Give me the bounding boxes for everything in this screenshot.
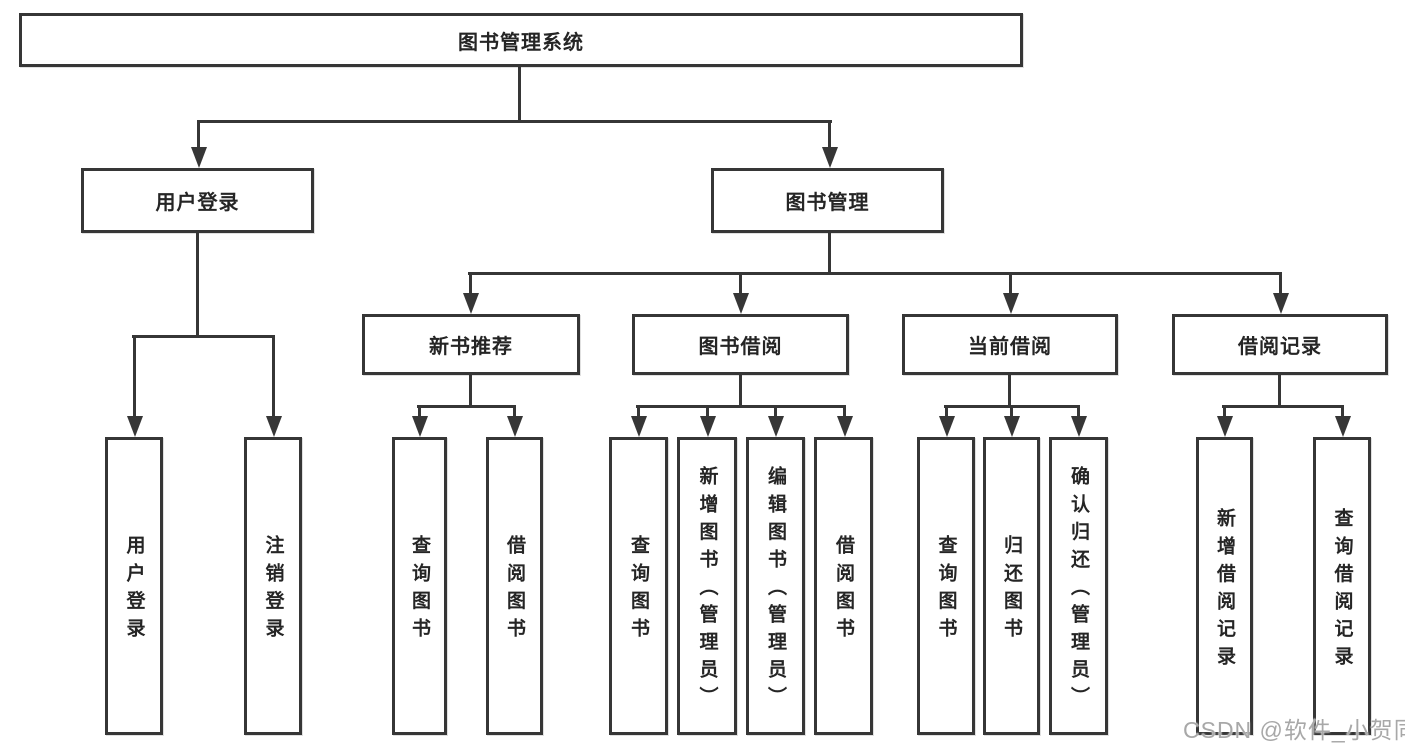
leaf-confirm-return-admin: 确认归还（管理员） (1049, 437, 1108, 735)
branch-book-management: 图书管理 (711, 168, 944, 233)
connector-arrow (630, 405, 647, 437)
leaf-edit-book-admin: 编辑图书（管理员） (746, 437, 805, 735)
leaf-return-books: 归还图书 (983, 437, 1040, 735)
branch-book-management-label: 图书管理 (785, 192, 870, 214)
connector-arrow (732, 272, 749, 314)
module-borrowing-records: 借阅记录 (1172, 314, 1388, 375)
connector-arrow (699, 405, 716, 437)
leaf-query-books: 查询图书 (609, 437, 668, 735)
connector-arrow (1002, 272, 1019, 314)
connector-root-bus (197, 120, 832, 123)
connector-root-stem (518, 67, 521, 120)
connector-book-mgmt-bus (468, 272, 1282, 275)
connector-arrow (1003, 405, 1020, 437)
leaf-logout: 注销登录 (244, 437, 302, 735)
connector-arrow (190, 120, 207, 168)
connector-arrow (265, 335, 282, 437)
connector-arrow (462, 272, 479, 314)
connector-arrow (938, 405, 955, 437)
module-new-book-recommendation: 新书推荐 (362, 314, 580, 375)
connector-user-login-stem (196, 233, 199, 335)
leaf-add-borrow-record: 新增借阅记录 (1196, 437, 1253, 735)
branch-user-login-label: 用户登录 (155, 192, 240, 214)
connector-arrow (1334, 405, 1351, 437)
leaf-query-books: 查询图书 (917, 437, 975, 735)
connector-arrow (767, 405, 784, 437)
module-book-borrowing: 图书借阅 (632, 314, 849, 375)
connector-book-mgmt-stem (828, 233, 831, 272)
branch-user-login: 用户登录 (81, 168, 314, 233)
module-label: 借阅记录 (1238, 336, 1322, 358)
module-current-borrowing: 当前借阅 (902, 314, 1118, 375)
connector-arrow (506, 405, 523, 437)
leaf-user-login: 用户登录 (105, 437, 163, 735)
module-label: 当前借阅 (968, 336, 1052, 358)
connector-module-stem (1278, 375, 1281, 405)
leaf-add-book-admin: 新增图书（管理员） (677, 437, 737, 735)
connector-module-stem (469, 375, 472, 405)
connector-module-stem (1008, 375, 1011, 405)
connector-arrow (1216, 405, 1233, 437)
connector-module-bus (636, 405, 846, 408)
leaf-query-borrow-record: 查询借阅记录 (1313, 437, 1371, 735)
csdn-watermark: CSDN @软件_小贺同学 (1183, 717, 1405, 743)
module-label: 新书推荐 (429, 336, 513, 358)
leaf-borrow-books: 借阅图书 (486, 437, 543, 735)
root-node-label: 图书管理系统 (458, 31, 584, 54)
connector-arrow (126, 335, 143, 437)
connector-user-login-bus (132, 335, 275, 338)
leaf-borrow-books: 借阅图书 (814, 437, 873, 735)
connector-arrow (836, 405, 853, 437)
leaf-query-books: 查询图书 (392, 437, 447, 735)
connector-module-stem (739, 375, 742, 405)
connector-arrow (411, 405, 428, 437)
connector-arrow (821, 120, 838, 168)
connector-module-bus (1222, 405, 1344, 408)
connector-arrow (1272, 272, 1289, 314)
connector-module-bus (417, 405, 516, 408)
root-node: 图书管理系统 (19, 13, 1023, 67)
connector-arrow (1070, 405, 1087, 437)
module-label: 图书借阅 (698, 336, 783, 358)
